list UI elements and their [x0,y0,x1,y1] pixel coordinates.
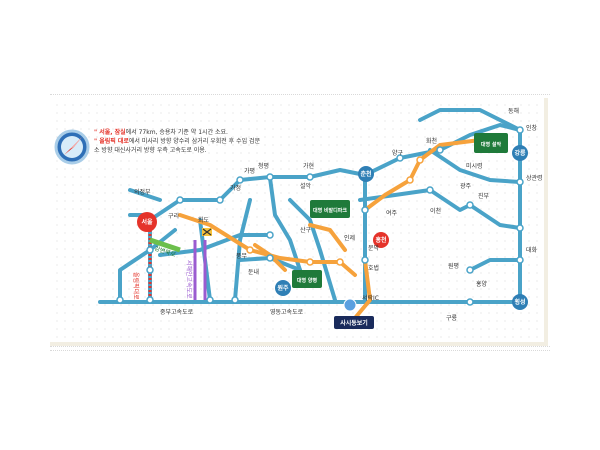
orange-nodes [246,156,424,266]
svg-text:올림픽대로: 올림픽대로 [132,272,140,300]
svg-text:춘천: 춘천 [360,170,372,178]
svg-text:양구: 양구 [392,149,404,157]
svg-text:화천: 화천 [426,137,437,145]
svg-text:사시동보기: 사시동보기 [340,319,368,327]
junction-icon [202,228,212,236]
badge-daemyung-seolak[interactable]: 대명 설악 [474,133,508,153]
info-line-1: " 서울, 잠실에서 77km, 승용차 기준 약 1시간 소요. [94,129,228,136]
svg-text:구리: 구리 [168,212,179,220]
svg-text:서락IC: 서락IC [362,294,379,302]
info-line-2: " 올림픽 대로에서 미사리 방향 양수리 삼거리 우회전 후 수입 검문 [94,138,261,145]
place-labels: 의정부 구리 가평 청평 가현 설악 화도 가정 풍무 둔내 산구 인제 양구 … [134,107,543,322]
svg-text:의정부: 의정부 [134,188,151,196]
svg-text:산구: 산구 [300,226,312,234]
svg-text:미시령: 미시령 [466,162,483,170]
svg-text:원주: 원주 [277,284,289,292]
svg-text:원평: 원평 [448,262,459,270]
svg-text:여주: 여주 [386,209,398,217]
directions-info: " 서울, 잠실에서 77km, 승용차 기준 약 1시간 소요. " 올림픽 … [94,128,344,155]
svg-text:대명 비발디파크: 대명 비발디파크 [313,207,347,214]
svg-text:상관령: 상관령 [526,174,543,182]
seoul-lines [148,230,207,300]
svg-text:대화: 대화 [526,246,538,254]
badge-daemyung-vivaldi[interactable]: 대명 비발디파크 [310,200,350,218]
svg-text:가정: 가정 [230,184,241,192]
svg-text:중부고속도로: 중부고속도로 [160,308,194,316]
svg-text:인제: 인제 [344,234,355,242]
info-line-3: 소 방향 대신사거리 방향 우측 고속도로 이용. [94,147,207,154]
svg-text:영동고속도로: 영동고속도로 [270,308,304,316]
svg-text:구룡: 구룡 [446,315,458,322]
svg-text:홍천: 홍천 [375,236,387,244]
svg-text:대명 양평: 대명 양평 [297,277,318,284]
svg-text:횡성: 횡성 [514,298,525,306]
svg-text:화도: 화도 [198,217,210,224]
nodes [116,126,524,306]
svg-text:강릉: 강릉 [514,149,526,157]
svg-text:이천: 이천 [430,207,441,215]
svg-text:동해: 동해 [508,107,519,115]
compass-icon [54,129,90,165]
svg-text:문막: 문막 [368,244,380,252]
svg-text:진부: 진부 [478,192,490,200]
current-location-button[interactable]: 사시동보기 [334,298,374,329]
seoul-marker[interactable]: 서울 [137,212,157,232]
chuncheon-marker[interactable]: 춘천 [358,166,374,182]
svg-text:청평: 청평 [258,162,269,170]
svg-text:호법: 호법 [368,264,379,272]
svg-text:인창: 인창 [526,124,538,132]
svg-text:홍양: 홍양 [476,280,488,288]
gangbyeon-road-label [149,237,181,253]
wonju-marker[interactable]: 원주 [275,280,291,296]
svg-text:대명 설악: 대명 설악 [481,141,502,148]
svg-text:가현: 가현 [303,162,314,170]
svg-text:가평: 가평 [244,167,255,175]
svg-text:둔내: 둔내 [248,268,259,276]
svg-text:풍무: 풍무 [236,253,248,260]
svg-text:서해안고속도로: 서해안고속도로 [185,260,193,299]
hongcheon-marker[interactable]: 홍천 [373,232,389,248]
svg-text:설악: 설악 [300,182,312,190]
hoengseong-marker[interactable]: 횡성 [512,294,528,310]
badge-daemyung-yangpyeong[interactable]: 대명 양평 [292,270,322,288]
svg-text:서울: 서울 [141,218,153,226]
svg-text:광주: 광주 [460,183,472,190]
gangneung-marker[interactable]: 강릉 [512,145,528,161]
